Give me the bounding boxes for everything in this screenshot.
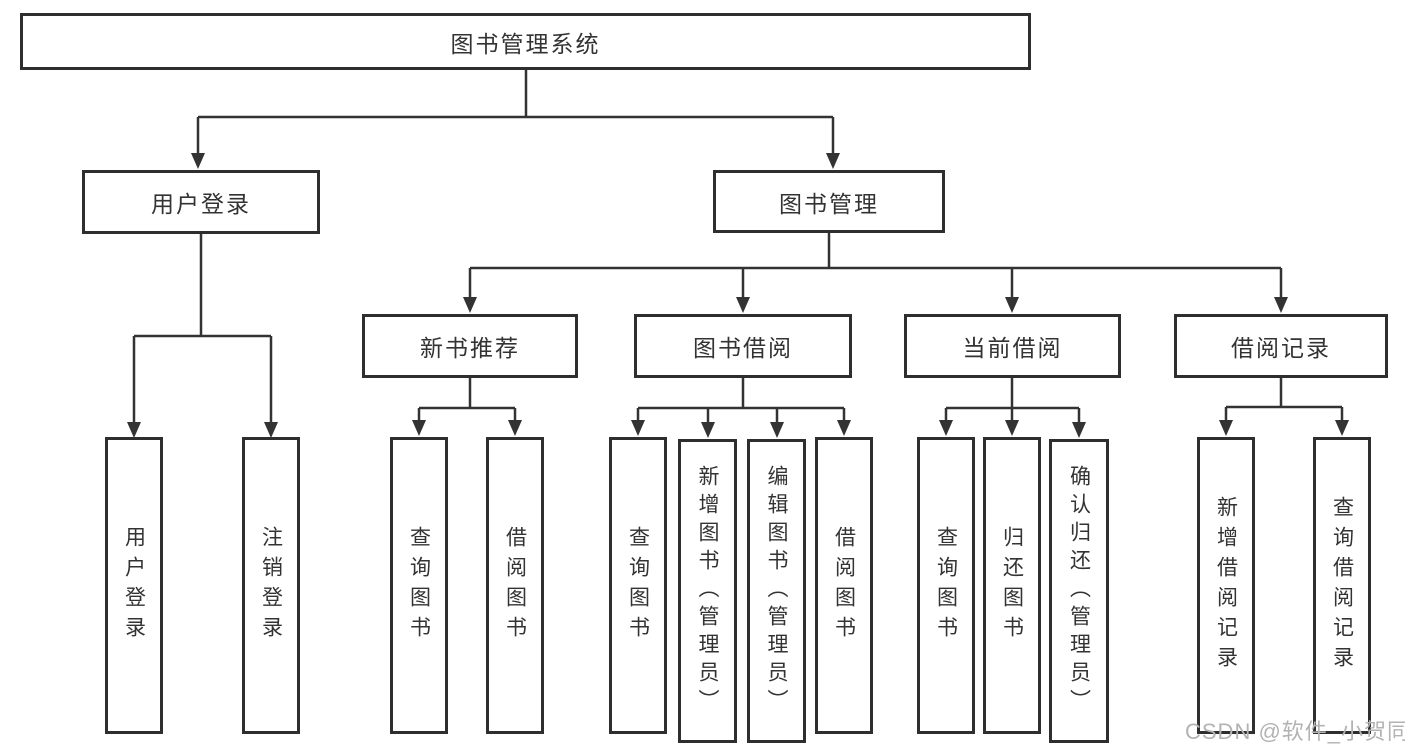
- node-label: 查询图书: [407, 525, 431, 646]
- node-current-borrowing: 当前借阅: [904, 314, 1121, 378]
- node-book-management-branch: 图书管理: [713, 170, 945, 233]
- leaf-borrow-books-recommend: 借阅图书: [486, 437, 544, 734]
- node-label: 归还图书: [1000, 525, 1024, 646]
- leaf-query-books-recommend: 查询图书: [390, 437, 448, 734]
- node-label: 借阅图书: [832, 525, 856, 646]
- node-borrowing-records: 借阅记录: [1174, 314, 1388, 378]
- node-label: 新增图书（管理员）: [696, 465, 719, 717]
- node-book-borrowing: 图书借阅: [634, 314, 852, 378]
- leaf-add-books-admin: 新增图书（管理员）: [678, 439, 737, 743]
- leaf-logout: 注销登录: [242, 437, 300, 734]
- leaf-query-borrow-record: 查询借阅记录: [1313, 437, 1371, 734]
- leaf-query-books-borrowing: 查询图书: [609, 437, 667, 734]
- leaf-query-books-current: 查询图书: [917, 437, 975, 734]
- node-label: 借阅记录: [1231, 335, 1331, 361]
- node-label: 编辑图书（管理员）: [765, 465, 788, 717]
- node-label: 图书管理系统: [450, 30, 601, 57]
- node-user-login-branch: 用户登录: [82, 170, 320, 234]
- node-library-management-system: 图书管理系统: [20, 13, 1031, 70]
- node-label: 新书推荐: [420, 335, 520, 361]
- node-label: 查询图书: [626, 525, 650, 646]
- node-new-book-recommendation: 新书推荐: [362, 314, 578, 378]
- node-label: 图书借阅: [693, 335, 793, 361]
- node-label: 查询借阅记录: [1330, 495, 1354, 676]
- node-label: 用户登录: [151, 191, 251, 217]
- leaf-user-login: 用户登录: [105, 437, 163, 734]
- leaf-edit-books-admin: 编辑图书（管理员）: [747, 439, 806, 743]
- node-label: 注销登录: [259, 525, 283, 646]
- node-label: 借阅图书: [503, 525, 527, 646]
- node-label: 查询图书: [934, 525, 958, 646]
- node-label: 新增借阅记录: [1214, 495, 1238, 676]
- leaf-add-borrow-record: 新增借阅记录: [1197, 437, 1255, 734]
- watermark: CSDN @软件_小贺同学: [1185, 719, 1405, 744]
- node-label: 用户登录: [122, 525, 146, 646]
- node-label: 确认归还（管理员）: [1067, 465, 1091, 717]
- leaf-return-books: 归还图书: [983, 437, 1041, 734]
- node-label: 图书管理: [779, 190, 879, 217]
- leaf-confirm-return-admin: 确认归还（管理员）: [1049, 439, 1109, 743]
- node-label: 当前借阅: [962, 335, 1063, 361]
- leaf-borrow-books-borrowing: 借阅图书: [815, 437, 873, 734]
